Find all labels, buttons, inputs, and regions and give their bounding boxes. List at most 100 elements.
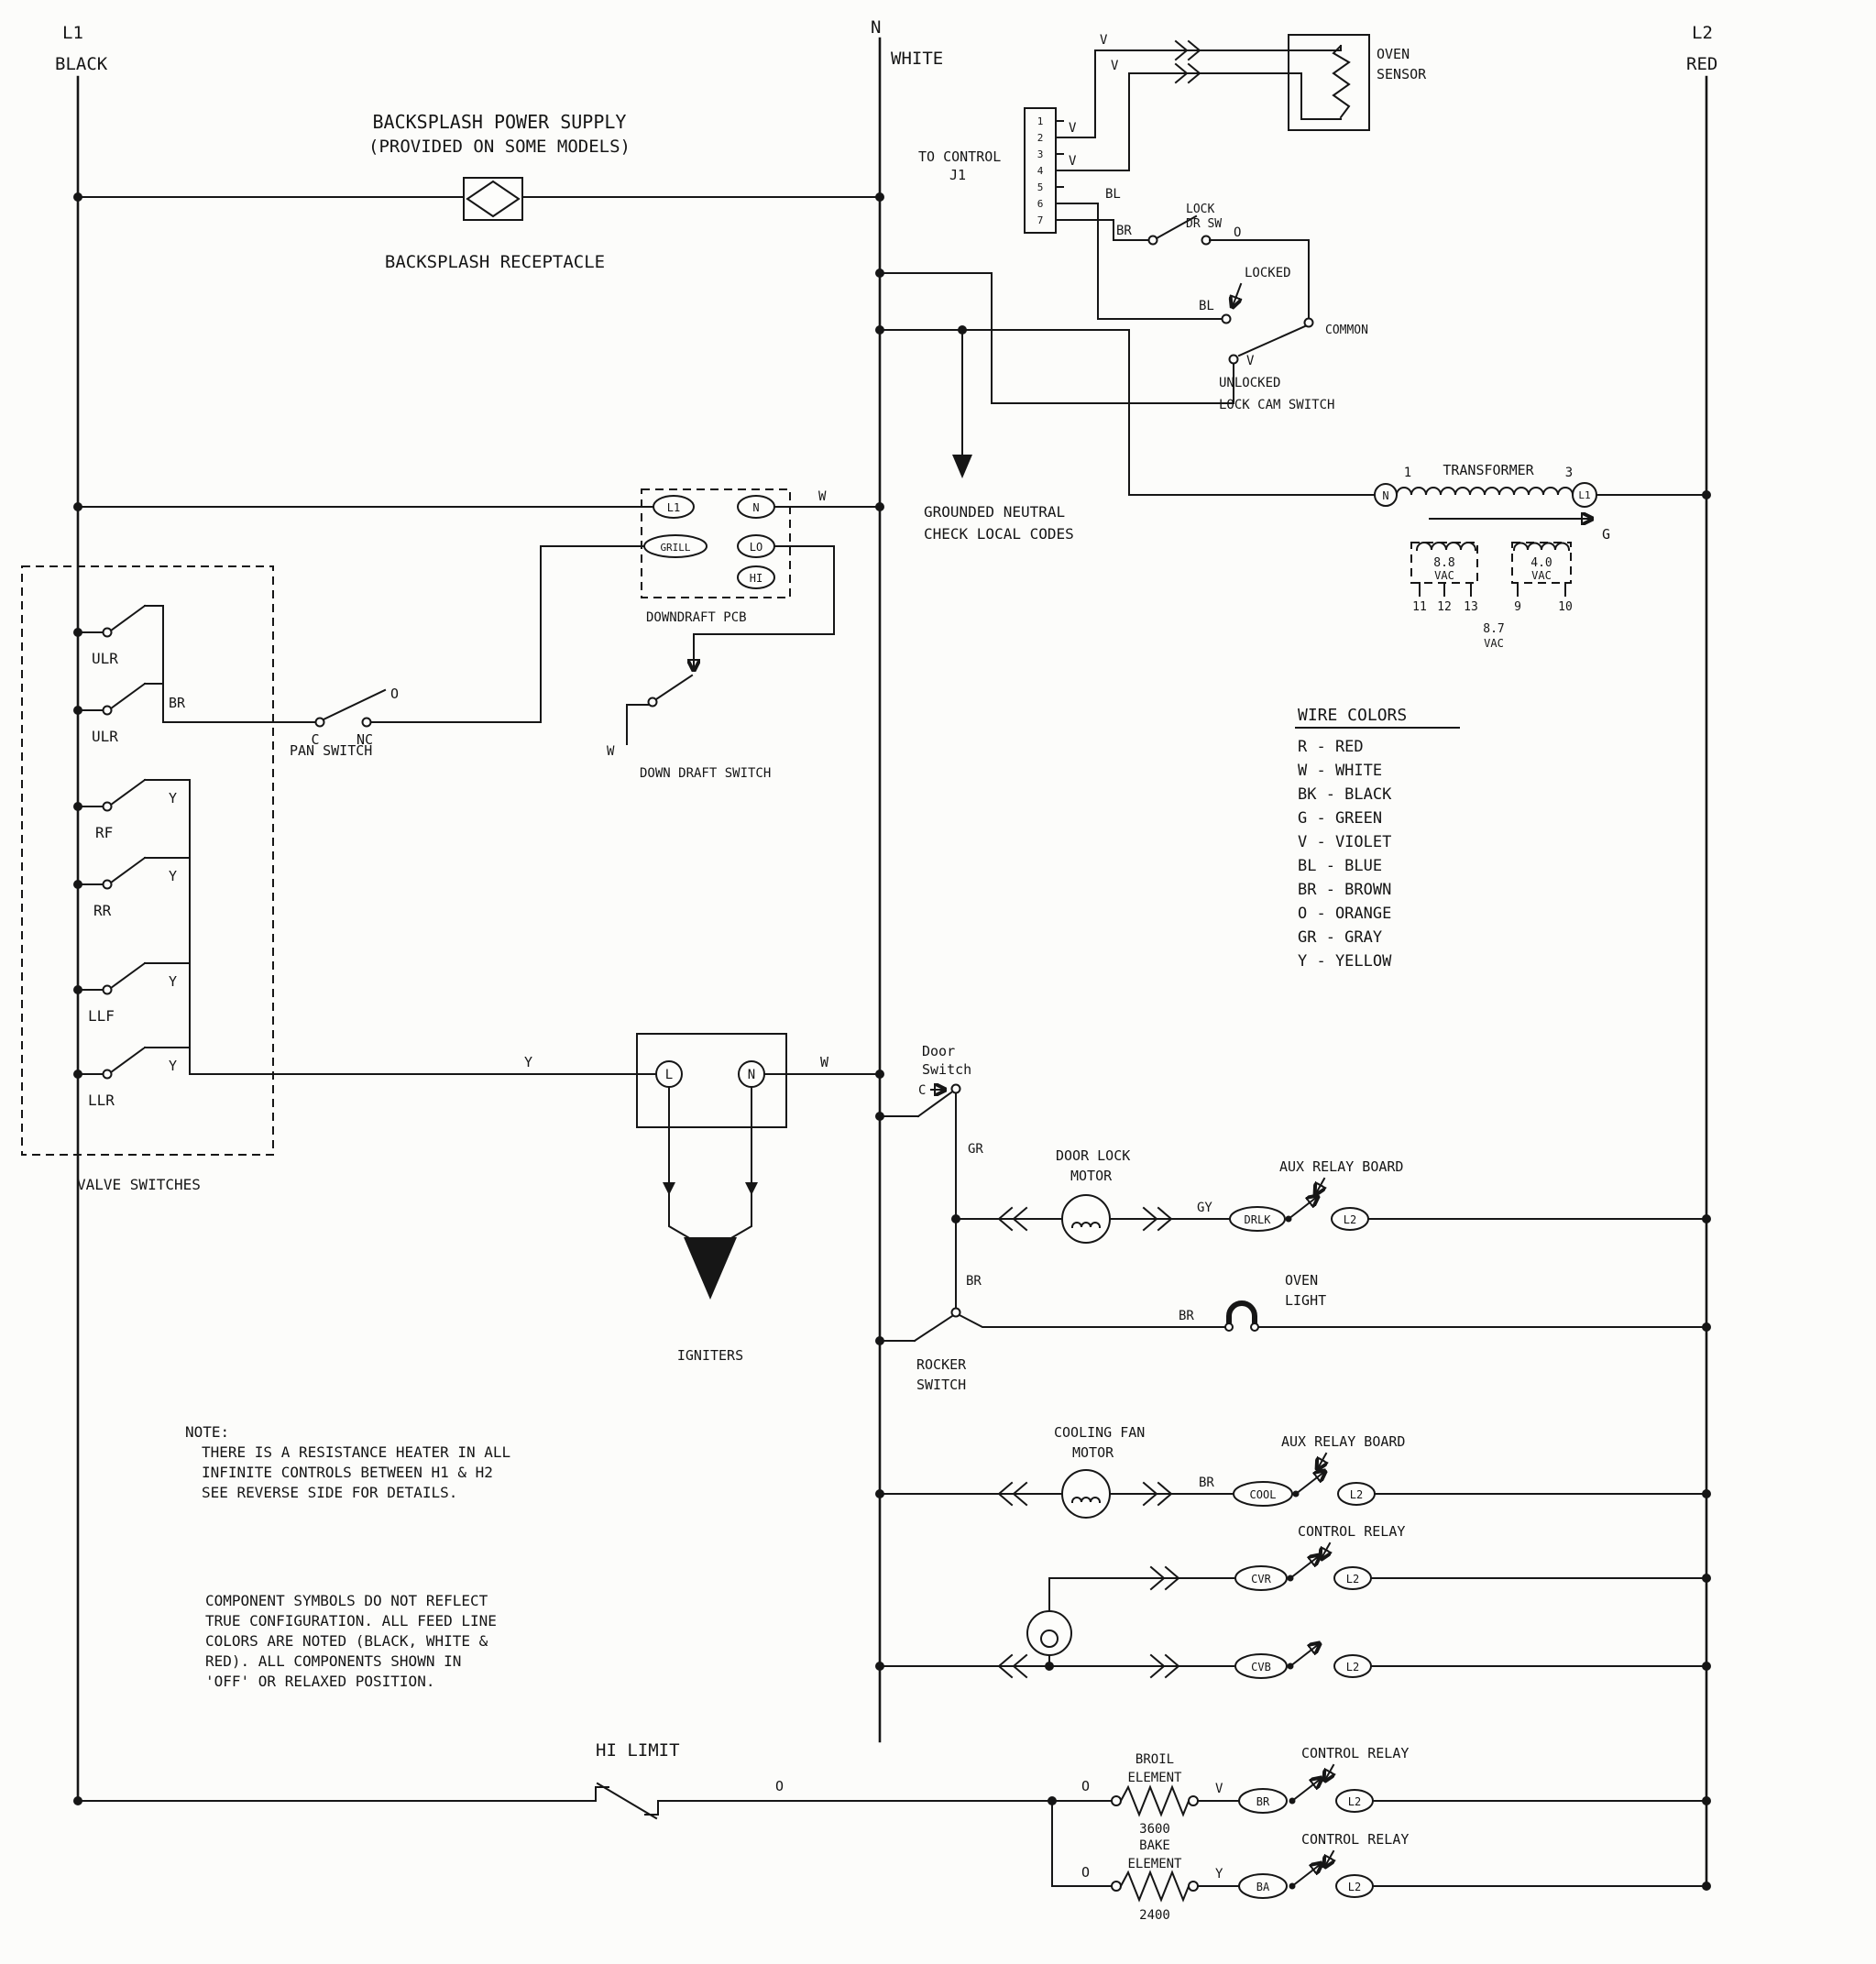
wire-label-v: V [1069,154,1077,169]
wire-label-gr: GR [968,1142,983,1157]
wire-label-o: O [1081,1778,1090,1794]
ba-relay-tag [1238,1873,1288,1899]
igniter-feed-wire [189,779,657,1075]
cooling-fan-circuit: BR COOL L2 COOLING FAN MOTOR AUX RELAY B… [879,1424,1707,1519]
unlocked-label: UNLOCKED [1219,376,1280,390]
br-wire [1062,219,1148,241]
downdraft-pcb-label: DOWNDRAFT PCB [646,610,747,625]
junction-dots [73,192,1711,1891]
secondary-3-unit: VAC [1484,637,1504,650]
downdraft-switch-w-wire [626,704,650,745]
secondary-3-value: 8.7 [1483,622,1504,636]
leader-arrow-icon [1322,1542,1330,1558]
pcb-terminal-n-label: N [752,501,759,514]
cvr-relay-tag [1234,1565,1288,1591]
leader-arrow-icon [1325,1849,1333,1866]
disclaimer-line: COLORS ARE NOTED (BLACK, WHITE & [205,1632,488,1650]
disclaimer-line: TRUE CONFIGURATION. ALL FEED LINE [205,1612,497,1629]
wire-label-br: BR [1199,1476,1214,1490]
tap-13: 13 [1464,600,1478,614]
sensor-wire-2 [1062,72,1342,171]
cvr-relay-label: CVR [1251,1573,1271,1585]
aux-relay-board-label: AUX RELAY BOARD [1279,1158,1403,1175]
igniter-l-label: L [665,1068,673,1082]
pcb-terminal-hi [737,565,775,589]
wire-label-br: BR [966,1274,982,1289]
secondary-2-box [1511,542,1572,584]
hi-limit-switch-icon [595,1782,659,1820]
downdraft-pcb: L1 N W GRILL LO HI DOWNDRAFT PCB W DOWN … [77,488,881,781]
sensor-wire-1 [1062,45,1342,138]
bl-wire [1062,203,1223,320]
wire-label-o: O [775,1778,784,1794]
igniter-lead-left [668,1086,693,1241]
legend-item: W - WHITE [1298,762,1382,780]
transformer-neutral-wire [879,329,1376,496]
cam-switch-blade [1237,324,1307,357]
power-buses: L1 BLACK N WHITE L2 RED [55,17,1717,1888]
valve-terminal [102,627,113,638]
drlk-relay-label: DRLK [1245,1213,1272,1226]
transformer-l1-label: L1 [1578,489,1590,501]
element-terminal [1111,1881,1122,1892]
l2-tag-label: L2 [1350,1488,1363,1501]
oven-light-label-1: OVEN [1285,1272,1318,1289]
downdraft-switch-blade [654,674,694,701]
l1-label: L1 [62,23,83,43]
broil-label-1: BROIL [1135,1752,1174,1767]
backsplash-receptacle-symbol [463,177,523,221]
legend-item: O - ORANGE [1298,905,1391,923]
down-arrow-icon [745,1182,758,1195]
legend-item: R - RED [1298,738,1364,756]
relay-blade-icon [1289,1644,1319,1668]
pcb-terminal-l1-label: L1 [667,501,680,514]
wire-label-w: W [607,744,615,759]
valve-terminal [102,879,113,890]
bake-watts: 2400 [1139,1908,1170,1923]
disclaimer-block: COMPONENT SYMBOLS DO NOT REFLECT TRUE CO… [205,1592,497,1690]
secondary-1-value: 8.8 [1433,556,1454,570]
lock-switch-circuit: LOCK DR SW O BL LOCKED COMMON V UNLOCKED… [879,203,1368,412]
bake-element-circuit: O BAKE ELEMENT 2400 Y BA L2 CONTROL RELA… [1051,1800,1707,1923]
secondary-2-value: 4.0 [1530,556,1552,570]
oven-sensor-circuit: OVEN SENSOR V V V V [1062,33,1427,171]
pcb-terminal-hi-label: HI [750,572,762,585]
tap-12: 12 [1437,600,1452,614]
wire-label-gy: GY [1197,1201,1212,1215]
wire-label-o: O [390,686,399,702]
wire-label-w: W [818,489,827,504]
pcb-terminal-lo-label: LO [750,541,762,554]
wire-label-g: G [1602,526,1610,543]
wire-label-bl: BL [1105,187,1121,202]
element-terminal [1188,1881,1199,1892]
door-switch-blade [879,1091,953,1118]
igniter-triangle-icon [684,1237,737,1300]
connector-break-icon [1174,39,1201,61]
legend-item: Y - YELLOW [1298,952,1392,971]
wire-label-o: O [1234,225,1241,240]
valve-switches-box [21,565,274,1156]
backsplash-circuit: BACKSPLASH POWER SUPPLY (PROVIDED ON SOM… [77,111,881,272]
j1-pin-number: 7 [1037,214,1044,226]
pan-switch: C NC O PAN SWITCH [162,545,645,759]
note-line: INFINITE CONTROLS BETWEEN H1 & H2 [202,1464,493,1481]
rocker-terminal [950,1307,961,1318]
door-switch-c-label: C [918,1083,926,1098]
tap-11: 11 [1412,600,1427,614]
sensor-resistor-icon [1332,44,1351,119]
door-switch-label-2: Switch [922,1061,971,1078]
secondary-2-coil-icon [1512,542,1571,552]
j1-pin-number: 5 [1037,181,1044,193]
plug-connector-icon [1149,1565,1180,1591]
valve-label-rf: RF [95,824,113,841]
plug-connector-icon [1149,1653,1180,1679]
pan-c-label: C [311,731,319,748]
oven-light-lamp-icon [1226,1300,1257,1323]
valve-label-llf: LLF [88,1007,115,1025]
door-lock-motor-circuit: GY DRLK L2 DOOR LOCK MOTOR AUX RELAY BOA… [955,1147,1707,1244]
valve-label-llr: LLR [88,1092,115,1109]
to-control-label: TO CONTROL [918,148,1001,165]
plug-connector-icon [1142,1206,1173,1232]
secondary-1-taps [1419,582,1472,597]
downdraft-switch-terminal [647,697,658,708]
